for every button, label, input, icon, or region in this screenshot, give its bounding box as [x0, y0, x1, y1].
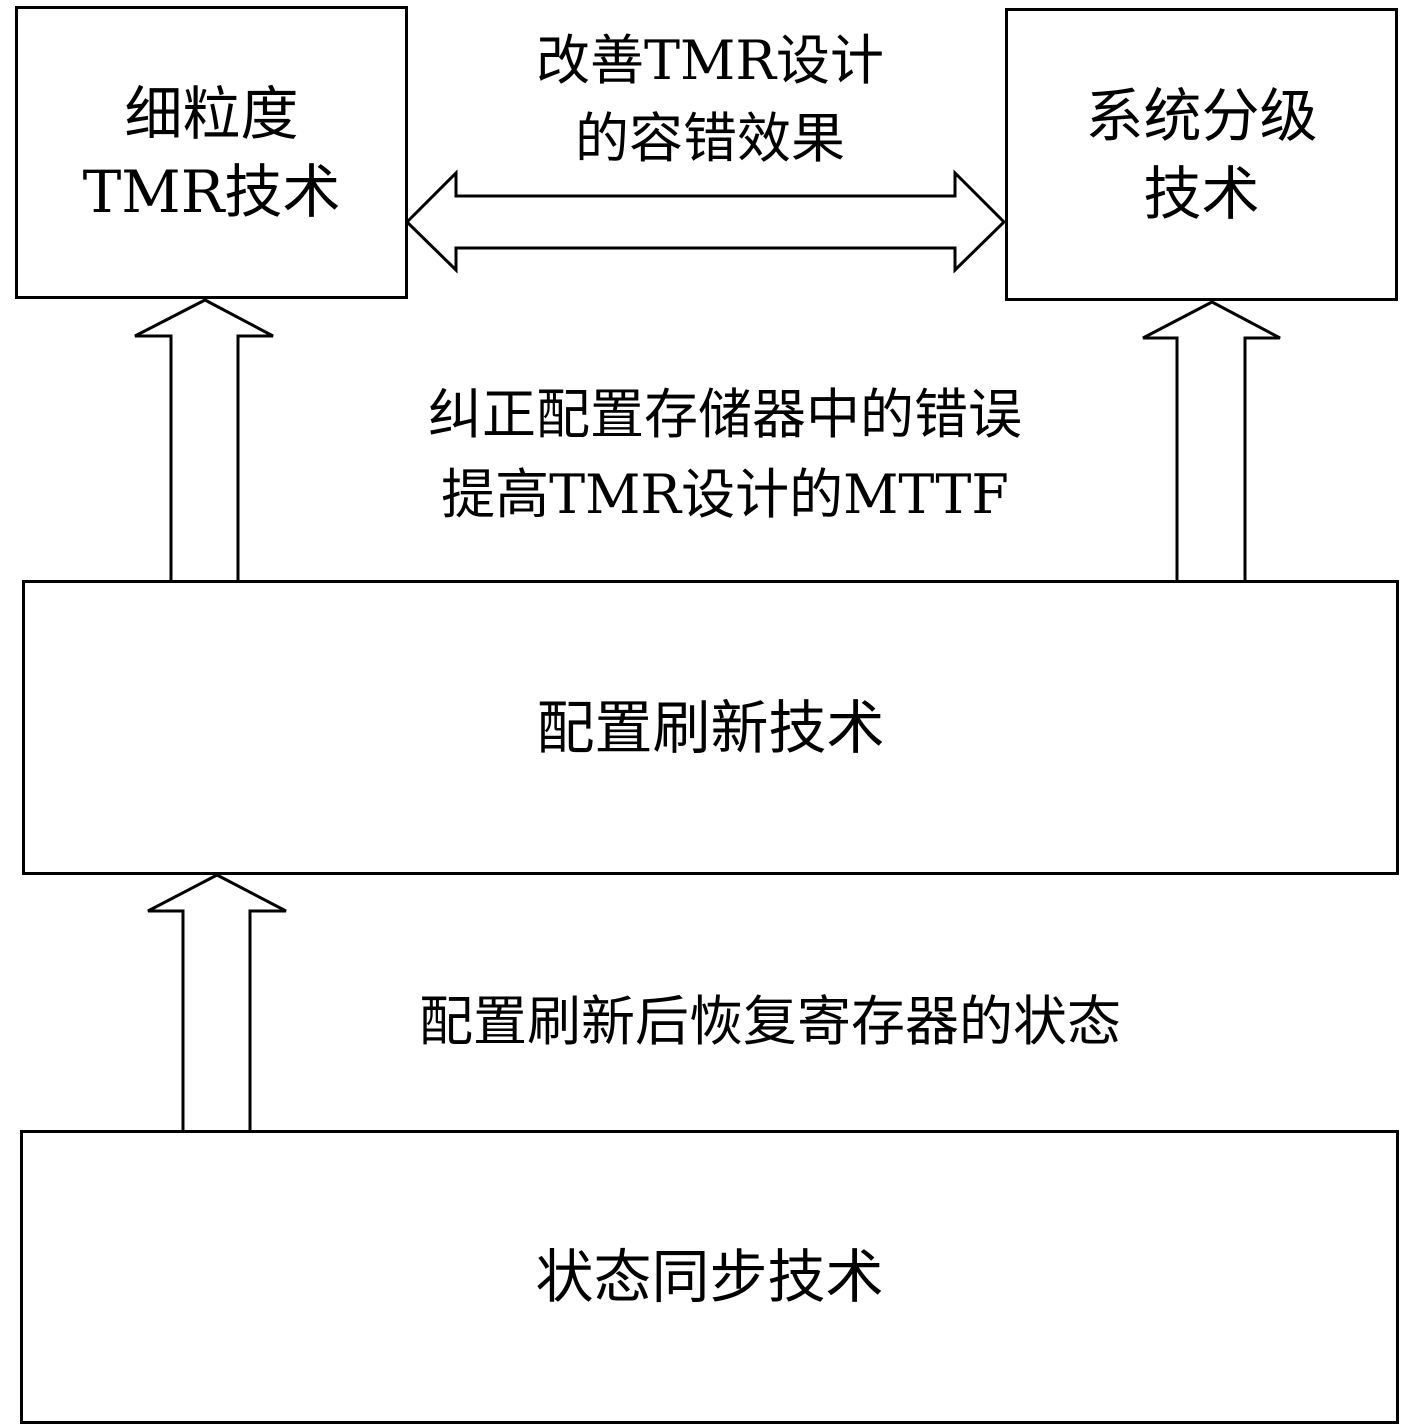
config-refresh-box: 配置刷新技术: [22, 580, 1399, 875]
bottom-caption: 配置刷新后恢复寄存器的状态: [310, 982, 1230, 1062]
top-caption: 改善TMR设计 的容错效果: [470, 22, 950, 178]
system-partition-line-1: 系统分级: [1085, 81, 1318, 150]
middle-caption-line-2: 提高TMR设计的MTTF: [441, 463, 1009, 526]
top-caption-line-2: 的容错效果: [575, 107, 845, 170]
system-partition-line-2: 技术: [1143, 159, 1260, 228]
bottom-caption-line: 配置刷新后恢复寄存器的状态: [419, 990, 1121, 1053]
middle-caption: 纠正配置存储器中的错误 提高TMR设计的MTTF: [330, 375, 1120, 535]
config-refresh-label: 配置刷新技术: [536, 693, 885, 762]
fine-grained-tmr-line-1: 细粒度: [124, 79, 299, 148]
state-sync-label: 状态同步技术: [535, 1243, 884, 1311]
middle-caption-line-1: 纠正配置存储器中的错误: [428, 383, 1022, 446]
top-caption-line-1: 改善TMR设计: [536, 29, 884, 92]
fine-grained-tmr-box: 细粒度 TMR技术: [15, 6, 408, 299]
fine-grained-tmr-line-2: TMR技术: [82, 157, 341, 226]
up-arrow-left: [134, 298, 274, 584]
double-arrow-horizontal: [404, 169, 1007, 274]
system-partition-box: 系统分级 技术: [1005, 8, 1398, 301]
up-arrow-bottom: [147, 873, 287, 1135]
up-arrow-right: [1142, 300, 1281, 584]
state-sync-box: 状态同步技术: [20, 1130, 1399, 1424]
